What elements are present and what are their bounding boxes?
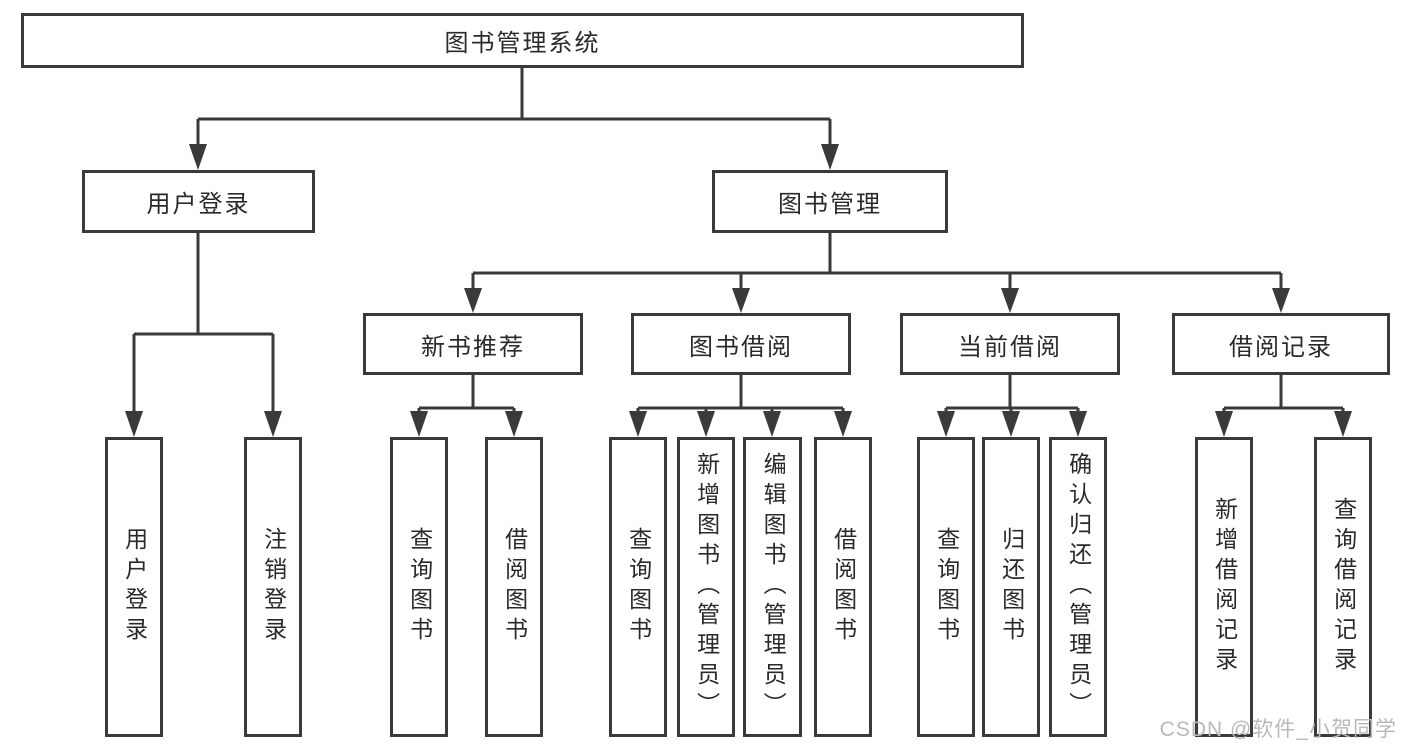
node-new-book-recommendation: 新书推荐 xyxy=(363,313,583,375)
node-label: 用户登录 xyxy=(121,527,148,647)
node-label: 图书管理系统 xyxy=(444,30,601,57)
leaf-add-books-admin: 新增图书（管理员） xyxy=(677,437,735,737)
leaf-borrow-books-recommend: 借阅图书 xyxy=(485,437,543,737)
leaf-borrow-books: 借阅图书 xyxy=(814,437,872,737)
leaf-query-books-borrowing: 查询图书 xyxy=(609,437,667,737)
node-book-management: 图书管理 xyxy=(712,170,948,233)
node-label: 注销登录 xyxy=(260,527,287,647)
node-borrowing-records: 借阅记录 xyxy=(1172,313,1390,375)
node-label: 新增图书（管理员） xyxy=(693,452,720,722)
node-library-management-system: 图书管理系统 xyxy=(21,13,1024,68)
leaf-return-books: 归还图书 xyxy=(982,437,1040,737)
node-label: 借阅记录 xyxy=(1229,333,1333,361)
node-current-borrowing: 当前借阅 xyxy=(900,313,1120,375)
node-label: 确认归还（管理员） xyxy=(1065,452,1092,722)
leaf-edit-books-admin: 编辑图书（管理员） xyxy=(743,437,802,737)
leaf-query-books-current: 查询图书 xyxy=(917,437,975,737)
node-label: 用户登录 xyxy=(146,191,251,218)
node-label: 归还图书 xyxy=(998,527,1025,647)
csdn-watermark: CSDN @软件_小贺同学 xyxy=(1159,718,1397,741)
leaf-query-books-recommend: 查询图书 xyxy=(390,437,448,737)
node-label: 图书管理 xyxy=(778,191,882,218)
leaf-confirm-return-admin: 确认归还（管理员） xyxy=(1049,437,1107,737)
node-book-borrowing: 图书借阅 xyxy=(631,313,851,375)
node-label: 借阅图书 xyxy=(501,527,528,647)
leaf-query-borrow-record: 查询借阅记录 xyxy=(1314,437,1372,737)
node-label: 新书推荐 xyxy=(421,333,525,361)
node-label: 借阅图书 xyxy=(830,527,857,647)
node-label: 图书借阅 xyxy=(689,333,793,361)
leaf-logout: 注销登录 xyxy=(244,437,302,737)
leaf-add-borrow-record: 新增借阅记录 xyxy=(1195,437,1253,737)
node-label: 查询图书 xyxy=(933,527,960,647)
leaf-user-login: 用户登录 xyxy=(105,437,163,737)
node-user-login: 用户登录 xyxy=(82,170,315,233)
node-label: 查询借阅记录 xyxy=(1330,497,1357,677)
node-label: 查询图书 xyxy=(406,527,433,647)
node-label: 当前借阅 xyxy=(958,333,1062,361)
node-label: 编辑图书（管理员） xyxy=(760,452,787,722)
node-label: 查询图书 xyxy=(625,527,652,647)
node-label: 新增借阅记录 xyxy=(1211,497,1238,677)
